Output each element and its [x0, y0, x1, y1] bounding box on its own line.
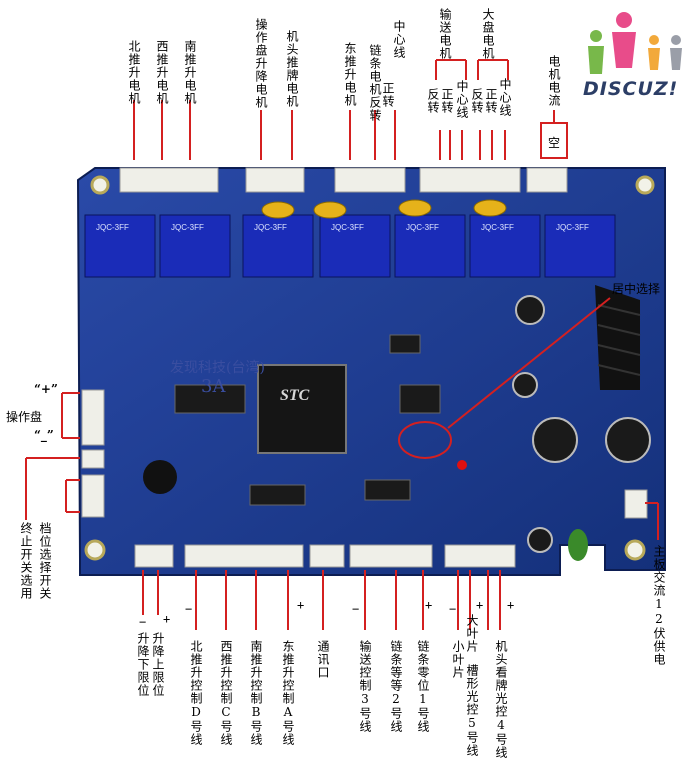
label-panel: 操作盘 — [6, 410, 43, 424]
label-feed-reverse: 反转 — [426, 88, 440, 114]
label-lower-limit: 升降下限位 — [136, 632, 150, 697]
label-chain-eq: 链条等等2号线 — [389, 640, 403, 733]
label-big-blade: 大叶片 — [465, 614, 479, 653]
label-west-ctrl: 西推升控制C号线 — [219, 640, 233, 746]
label-head-sign-motor: 机头推牌电机 — [285, 30, 299, 108]
label-motor-current: 电机电流 — [547, 55, 561, 107]
label-chain-forward: 正转 — [381, 82, 395, 108]
label-center-select: 居中选择 — [612, 282, 661, 296]
pin-plus: + — [507, 598, 515, 612]
label-main-ac-12v: 主板交流12伏供电 — [652, 545, 666, 666]
svg-text:JQC-3FF: JQC-3FF — [96, 223, 129, 232]
label-feed-ctrl: 输送控制3号线 — [358, 640, 372, 733]
label-big-forward: 正转 — [484, 88, 498, 114]
pin-plus: + — [476, 598, 484, 612]
label-chain-zero: 链条零位1号线 — [416, 640, 430, 733]
svg-text:JQC-3FF: JQC-3FF — [331, 223, 364, 232]
pin-plus: + — [163, 612, 171, 626]
label-slot-opto: 槽形光控5号线 — [465, 664, 479, 757]
label-panel-lift-motor: 操作盘升降电机 — [254, 18, 268, 109]
label-gear-switch: 档位选择开关 — [38, 522, 52, 600]
pin-minus: − — [352, 602, 360, 616]
pin-plus: + — [425, 598, 433, 612]
pin-minus: − — [185, 602, 193, 616]
label-south-lift-motor: 南推升电机 — [183, 40, 197, 105]
label-east-ctrl: 东推升控制A号线 — [281, 640, 295, 746]
label-panel-plus: “+” — [34, 382, 58, 396]
svg-text:JQC-3FF: JQC-3FF — [254, 223, 287, 232]
discuz-logo — [582, 8, 692, 103]
label-feed-center: 中心线 — [455, 80, 469, 119]
label-chain-center: 中心线 — [392, 20, 406, 59]
svg-text:JQC-3FF: JQC-3FF — [556, 223, 589, 232]
svg-text:JQC-3FF: JQC-3FF — [171, 223, 204, 232]
svg-text:STC: STC — [280, 387, 310, 404]
board-model: 3A — [201, 376, 226, 397]
logo-text: DISCUZ! — [583, 78, 679, 100]
label-feed-forward: 正转 — [440, 88, 454, 114]
svg-text:JQC-3FF: JQC-3FF — [481, 223, 514, 232]
label-panel-minus: “_” — [34, 428, 54, 442]
label-north-lift-motor: 北推升电机 — [127, 40, 141, 105]
pin-minus: − — [449, 602, 457, 616]
label-head-opto: 机头看牌光控4号线 — [494, 640, 508, 759]
label-east-lift-motor: 东推升电机 — [343, 42, 357, 107]
pin-plus: + — [297, 598, 305, 612]
label-end-switch: 终止开关选用 — [19, 522, 33, 600]
pin-minus: − — [139, 615, 147, 629]
label-comm-port: 通讯口 — [316, 640, 330, 679]
label-small-blade: 小叶片 — [451, 640, 465, 679]
svg-text:JQC-3FF: JQC-3FF — [406, 223, 439, 232]
label-south-ctrl: 南推升控制B号线 — [249, 640, 263, 746]
label-empty: 空 — [548, 136, 561, 150]
label-big-reverse: 反转 — [470, 88, 484, 114]
label-upper-limit: 升降上限位 — [151, 632, 165, 697]
label-west-lift-motor: 西推升电机 — [155, 40, 169, 105]
label-feed-motor: 输送电机 — [438, 8, 452, 60]
board-brand: 发现科技(台湾) — [170, 359, 265, 376]
label-chain-reverse: 链条电机反转 — [368, 44, 382, 122]
label-big-motor: 大盘电机 — [481, 8, 495, 60]
label-north-ctrl: 北推升控制D号线 — [189, 640, 203, 746]
label-big-center: 中心线 — [498, 78, 512, 117]
